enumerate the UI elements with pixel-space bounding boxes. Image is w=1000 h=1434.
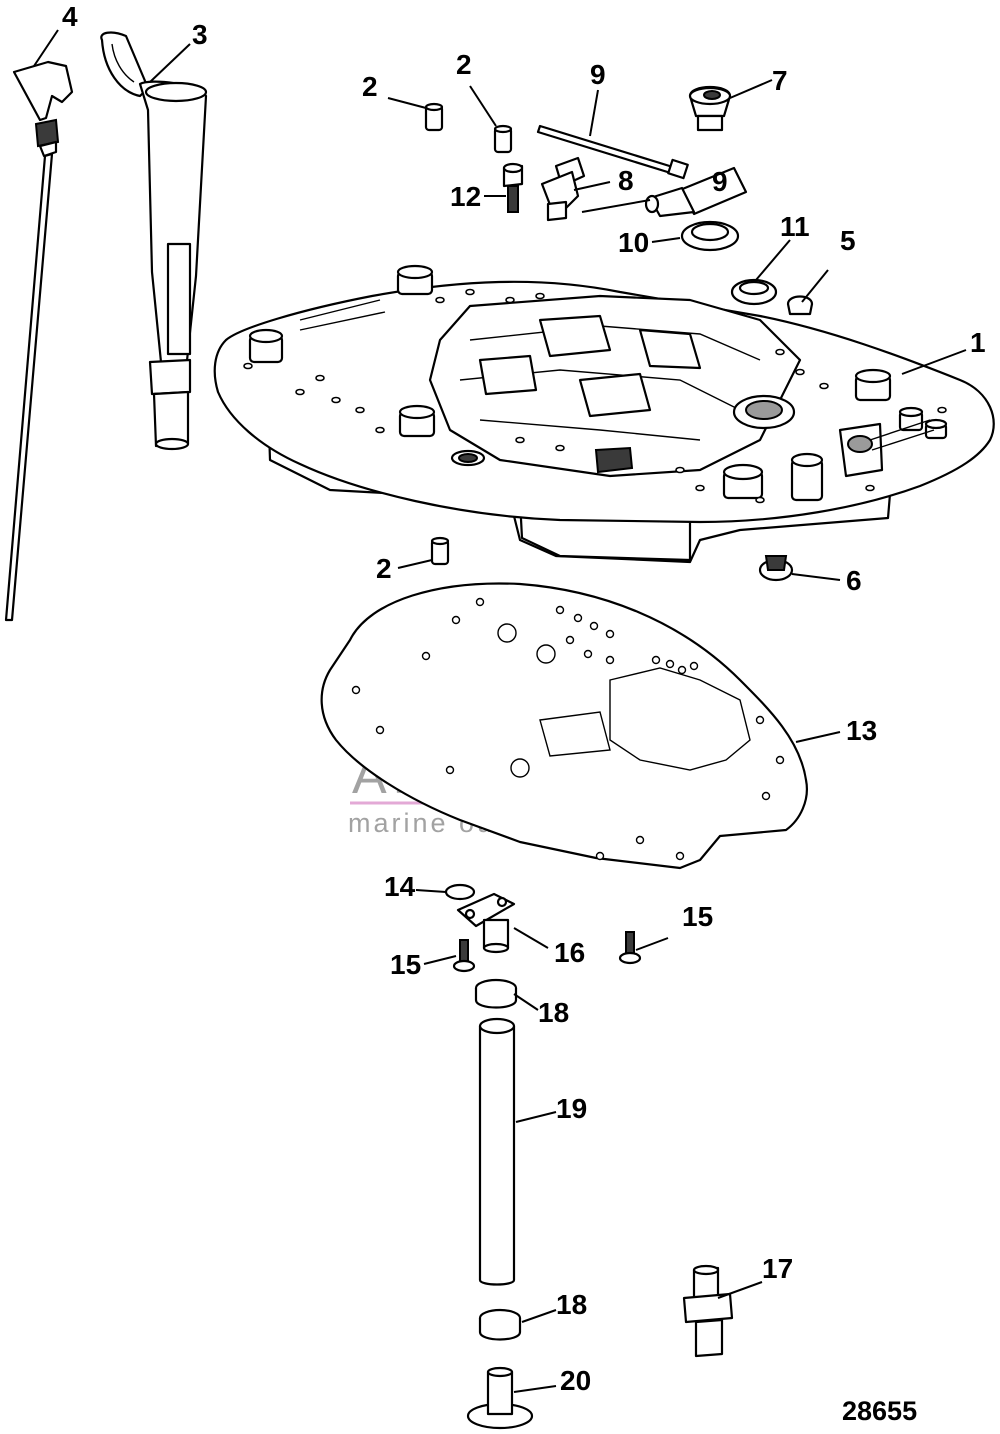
- cap-5: [786, 295, 814, 316]
- callout-11: 11: [780, 211, 810, 242]
- plate-boss-3: [398, 404, 436, 438]
- plate-boss-1: [248, 328, 284, 364]
- figure-number: 28655: [842, 1396, 917, 1426]
- callout-3: 3: [192, 19, 208, 50]
- plate-boss-5: [790, 452, 824, 502]
- dipstick-tube: [100, 31, 208, 451]
- callout-19: 19: [556, 1093, 587, 1124]
- callout-18: 18: [556, 1289, 587, 1320]
- callout-14: 14: [384, 871, 416, 902]
- callout-8: 8: [618, 165, 634, 196]
- screw-15-right: [618, 931, 642, 965]
- callout-10: 10: [618, 227, 649, 258]
- o-ring-14: [444, 883, 476, 901]
- callout-4: 4: [62, 1, 78, 32]
- callout-17: 17: [762, 1253, 793, 1284]
- plate-boss-6: [854, 368, 892, 402]
- callout-9: 9: [590, 59, 606, 90]
- callout-18: 18: [538, 997, 569, 1028]
- callout-6: 6: [846, 565, 862, 596]
- callout-16: 16: [554, 937, 585, 968]
- dowel-pin-c: [430, 536, 450, 566]
- leader-lines: [33, 29, 967, 1393]
- callout-7: 7: [772, 65, 788, 96]
- water-tube-fitting-16: [456, 892, 516, 954]
- plate-boss-2: [396, 264, 434, 296]
- callout-5: 5: [840, 225, 856, 256]
- adapter-plate: [213, 264, 995, 564]
- callout-20: 20: [560, 1365, 591, 1396]
- seal-18-bottom: [478, 1308, 522, 1341]
- callout-12: 12: [450, 181, 481, 212]
- grommet-11: [730, 278, 778, 306]
- dowel-pin-b: [493, 124, 513, 154]
- tube-label: 9: [712, 166, 728, 197]
- seal-10: [680, 220, 740, 252]
- callout-2: 2: [456, 49, 472, 80]
- callout-labels: 4 3 2 2 9 7 12 8 10 11 5 1 2 6 13 14 15 …: [62, 1, 986, 1426]
- elbow-fitting-8: [540, 156, 586, 222]
- seal-18-top: [474, 978, 518, 1009]
- plate-boss-8: [924, 418, 948, 440]
- cable-tie: [536, 124, 689, 180]
- callout-15: 15: [390, 949, 421, 980]
- callout-2: 2: [362, 71, 378, 102]
- callout-13: 13: [846, 715, 877, 746]
- plate-boss-4: [722, 463, 764, 500]
- sealant-tube: 9: [644, 166, 748, 218]
- screw-12: [502, 162, 524, 213]
- dipstick: [4, 60, 74, 622]
- plate-boss-7: [898, 406, 924, 432]
- callout-2: 2: [376, 553, 392, 584]
- water-tube-19: [478, 1017, 516, 1286]
- fitting-17: [682, 1264, 734, 1358]
- grommet-20: [466, 1366, 534, 1430]
- screw-15-left: [452, 939, 476, 973]
- gasket: [320, 582, 808, 870]
- dowel-pin-a: [424, 102, 444, 132]
- callout-1: 1: [970, 327, 986, 358]
- drain-plug-7: [688, 85, 732, 132]
- clip-6: [758, 555, 794, 582]
- callout-15: 15: [682, 901, 713, 932]
